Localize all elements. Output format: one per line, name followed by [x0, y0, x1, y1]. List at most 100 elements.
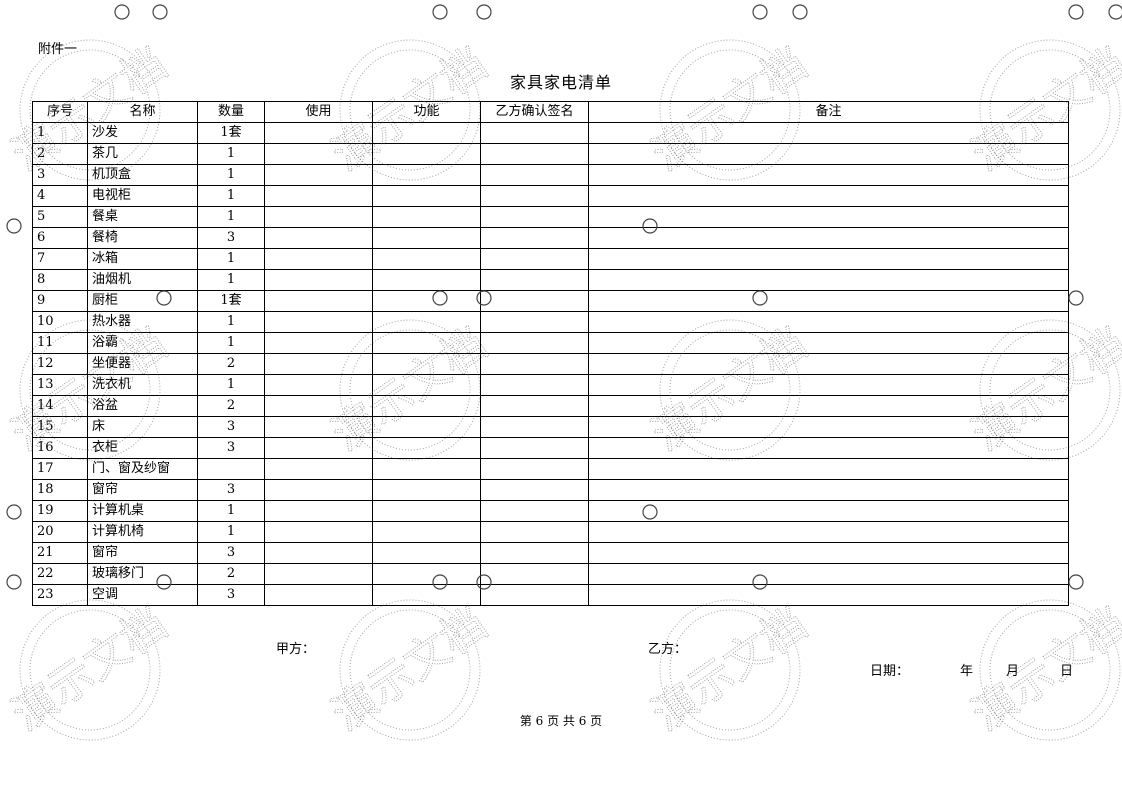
page-footer: 第 6 页 共 6 页: [519, 714, 603, 728]
watermark-ring-icon: [114, 4, 130, 20]
row-function-cell: [372, 206, 481, 228]
row-remark-cell: [588, 185, 1069, 207]
row-name-cell: 餐桌: [87, 206, 198, 228]
row-name-cell: 窗帘: [87, 479, 198, 501]
row-name-cell: 空调: [87, 584, 198, 606]
row-confirm-cell: [480, 290, 589, 312]
row-use-cell: [264, 521, 373, 543]
row-name-cell: 计算机桌: [87, 500, 198, 522]
row-function-cell: [372, 227, 481, 249]
row-use-cell: [264, 227, 373, 249]
row-no-cell: 5: [32, 206, 88, 228]
row-function-cell: [372, 479, 481, 501]
watermark-ring-icon: [6, 218, 22, 234]
row-confirm-cell: [480, 437, 589, 459]
row-remark-cell: [588, 416, 1069, 438]
row-confirm-cell: [480, 395, 589, 417]
row-name-cell: 油烟机: [87, 269, 198, 291]
document-title: 家具家电清单: [509, 73, 612, 92]
watermark-ring-icon: [6, 504, 22, 520]
row-function-cell: [372, 395, 481, 417]
row-name-cell: 茶几: [87, 143, 198, 165]
row-use-cell: [264, 416, 373, 438]
row-use-cell: [264, 437, 373, 459]
date-day: 日: [1060, 664, 1074, 679]
row-function-cell: [372, 437, 481, 459]
watermark-ring-icon: [1068, 4, 1084, 20]
row-use-cell: [264, 500, 373, 522]
row-confirm-cell: [480, 269, 589, 291]
row-no-cell: 6: [32, 227, 88, 249]
row-use-cell: [264, 353, 373, 375]
date-month: 月: [1006, 664, 1020, 679]
row-qty-cell: 2: [197, 563, 265, 585]
row-use-cell: [264, 374, 373, 396]
row-name-cell: 电视柜: [87, 185, 198, 207]
date-label: 日期：: [870, 664, 910, 679]
watermark-ring-icon: [1068, 574, 1084, 590]
row-use-cell: [264, 584, 373, 606]
row-remark-cell: [588, 332, 1069, 354]
row-qty-cell: 1: [197, 185, 265, 207]
row-function-cell: [372, 122, 481, 144]
row-confirm-cell: [480, 500, 589, 522]
row-confirm-cell: [480, 353, 589, 375]
row-no-cell: 15: [32, 416, 88, 438]
row-confirm-cell: [480, 143, 589, 165]
col-header-use: 使用: [264, 101, 373, 123]
row-remark-cell: [588, 542, 1069, 564]
row-function-cell: [372, 248, 481, 270]
watermark-ring-icon: [6, 574, 22, 590]
row-no-cell: 7: [32, 248, 88, 270]
row-qty-cell: 1: [197, 521, 265, 543]
row-name-cell: 窗帘: [87, 542, 198, 564]
row-no-cell: 4: [32, 185, 88, 207]
row-no-cell: 19: [32, 500, 88, 522]
row-use-cell: [264, 248, 373, 270]
row-function-cell: [372, 584, 481, 606]
row-qty-cell: 3: [197, 584, 265, 606]
row-no-cell: 1: [32, 122, 88, 144]
row-use-cell: [264, 290, 373, 312]
row-function-cell: [372, 542, 481, 564]
party-b-label: 乙方：: [648, 642, 688, 657]
row-confirm-cell: [480, 311, 589, 333]
row-confirm-cell: [480, 248, 589, 270]
row-use-cell: [264, 563, 373, 585]
watermark-ring-icon: [752, 4, 768, 20]
row-function-cell: [372, 353, 481, 375]
party-a-label: 甲方：: [276, 642, 316, 657]
row-use-cell: [264, 311, 373, 333]
row-no-cell: 11: [32, 332, 88, 354]
row-remark-cell: [588, 521, 1069, 543]
row-name-cell: 浴霸: [87, 332, 198, 354]
row-name-cell: 计算机椅: [87, 521, 198, 543]
row-no-cell: 3: [32, 164, 88, 186]
row-confirm-cell: [480, 521, 589, 543]
row-no-cell: 17: [32, 458, 88, 480]
row-no-cell: 10: [32, 311, 88, 333]
row-function-cell: [372, 563, 481, 585]
row-qty-cell: 1: [197, 374, 265, 396]
row-confirm-cell: [480, 206, 589, 228]
row-remark-cell: [588, 500, 1069, 522]
row-qty-cell: 3: [197, 416, 265, 438]
row-qty-cell: 1: [197, 332, 265, 354]
row-qty-cell: 1: [197, 500, 265, 522]
row-remark-cell: [588, 563, 1069, 585]
row-no-cell: 20: [32, 521, 88, 543]
row-confirm-cell: [480, 479, 589, 501]
row-remark-cell: [588, 269, 1069, 291]
row-confirm-cell: [480, 185, 589, 207]
row-function-cell: [372, 458, 481, 480]
row-name-cell: 热水器: [87, 311, 198, 333]
row-qty-cell: 3: [197, 542, 265, 564]
